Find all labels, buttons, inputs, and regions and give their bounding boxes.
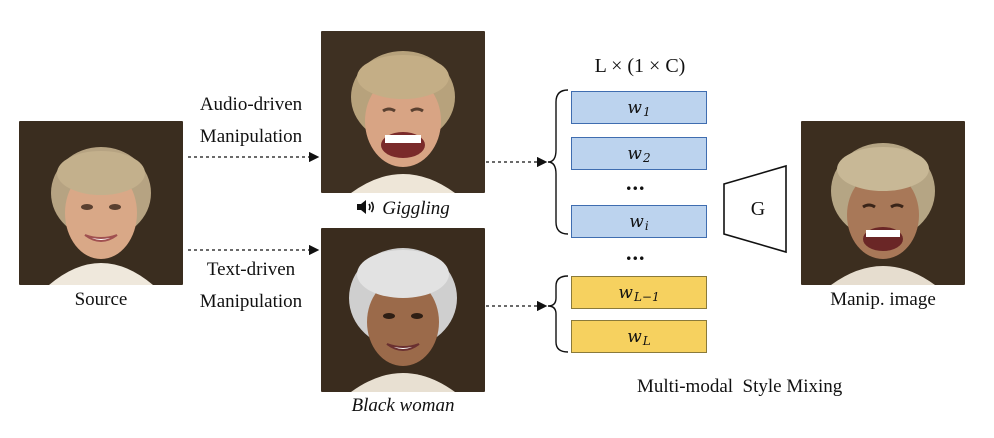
- wi-sub: i: [644, 218, 649, 233]
- manip-image-label: Manip. image: [830, 289, 936, 310]
- wi-base: w: [629, 211, 644, 232]
- source-photo: [19, 121, 183, 285]
- wL-1-sub: L−1: [633, 289, 660, 304]
- w1-sub: 1: [642, 104, 651, 119]
- w1-base: w: [627, 97, 642, 118]
- audio-driven-label: Audio-driven Manipulation: [182, 93, 320, 149]
- speaker-icon: [356, 198, 376, 222]
- black-woman-label: Black woman: [351, 395, 455, 416]
- black-woman-photo: [321, 228, 485, 392]
- text-driven-line1: Text-driven: [206, 259, 296, 280]
- generator-shape: [723, 164, 787, 254]
- generator-label: G: [750, 198, 766, 220]
- source-label: Source: [74, 289, 128, 310]
- giggling-photo: [321, 31, 485, 193]
- ellipsis-upper: ...: [626, 170, 646, 195]
- wL-base: w: [627, 326, 642, 347]
- giggling-label: Giggling: [382, 198, 450, 219]
- upper-brace: [547, 89, 569, 235]
- giggling-caption: Giggling: [321, 197, 485, 222]
- style-mixing-label: Multi-modal Style Mixing: [637, 376, 843, 397]
- dimension-label: L × (1 × C): [594, 55, 686, 77]
- text-driven-label: Text-driven Manipulation: [182, 258, 320, 314]
- text-driven-line2: Manipulation: [199, 291, 303, 312]
- manipulated-photo: [801, 121, 965, 285]
- audio-driven-line1: Audio-driven: [199, 94, 303, 115]
- w2-base: w: [627, 143, 642, 164]
- w2-sub: 2: [642, 150, 651, 165]
- ellipsis-lower: ...: [626, 240, 646, 265]
- wL-sub: L: [642, 333, 651, 348]
- audio-driven-line2: Manipulation: [199, 126, 303, 147]
- lower-brace: [547, 275, 569, 353]
- wL-1-base: w: [618, 282, 633, 303]
